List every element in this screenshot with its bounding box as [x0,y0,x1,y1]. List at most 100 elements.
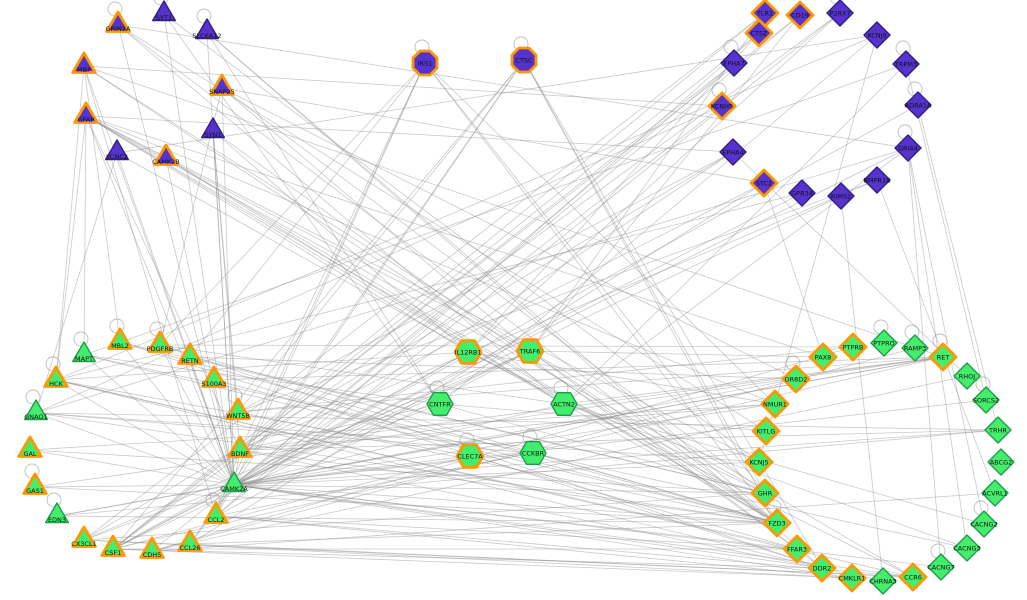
edge-CCL26-FZD3[interactable] [189,522,778,545]
edge-GRIN2A-GRIA4[interactable] [117,24,909,149]
edge-CNTFR-GHR[interactable] [439,403,766,494]
edge-EDN3-FZD3[interactable] [56,515,778,524]
node-CMKLR1[interactable] [837,563,867,593]
edge-ADRA1A-CAMK2A[interactable] [233,104,919,486]
edge-CAMK2A-CCR6[interactable] [233,484,914,578]
edge-MAPT-CAMK2A[interactable] [83,354,235,486]
node-CAMK2B[interactable] [153,143,179,166]
node-PTPRO[interactable] [870,329,898,357]
edge-MBL2-CAMK2A[interactable] [119,341,235,486]
edge-KCNC2-CAMK2A[interactable] [116,152,235,486]
edge-GNAO1-TRHR[interactable] [35,412,999,431]
edge-SLC6A12-FZD3[interactable] [206,31,778,524]
edge-GAS1-FZD3[interactable] [34,486,778,524]
edge-RIMS2-CHRNA3[interactable] [840,195,884,582]
edge-RETN-CAMK2A[interactable] [189,356,235,486]
edge-GNAO1-KCNJ5[interactable] [35,412,760,463]
edge-ACTN2-PDGFRB[interactable] [159,344,565,405]
edge-GNAO1-FZD3[interactable] [35,412,778,524]
edge-CNTFR-CAMK2A[interactable] [233,403,441,486]
edge-GRIN2A-CAMK2A[interactable] [117,24,235,486]
edge-GRIA4-ACTN2[interactable] [563,147,909,405]
edge-BMPR1B-BDNF[interactable] [239,179,878,451]
edge-GRIN2A-FZD3[interactable] [117,24,778,524]
edge-GRIA4-CACNG7[interactable] [907,147,942,568]
edge-CDH5-RHOJ[interactable] [151,375,968,552]
edge-TRAF6-CX3CL1[interactable] [83,350,531,541]
edge-MAPT-FZD3[interactable] [83,354,778,524]
edge-CAMK2B-CAMK2A[interactable] [165,157,235,486]
node-GAL[interactable] [17,435,43,458]
edge-BDNF-FZD3[interactable] [239,449,778,524]
node-GPR34[interactable] [788,179,816,207]
edge-CX3CL1-CCR6[interactable] [83,539,914,578]
node-MBL2[interactable] [107,327,133,350]
edge-SLC6A12-CNTFR[interactable] [206,31,441,405]
node-OR8D2[interactable] [781,364,811,394]
node-CLEC7A[interactable] [455,443,485,469]
edge-IL12RB1-CCR6[interactable] [467,351,914,578]
edge-GAL-CAMK2A[interactable] [29,449,235,486]
edge-GFAP-BDNF[interactable] [85,115,241,451]
node-MBP[interactable] [71,51,97,74]
node-RETN[interactable] [177,342,203,365]
edge-CCL2-CCR6[interactable] [215,515,914,578]
edge-KCNH5-GNAO1[interactable] [35,105,723,414]
edge-CLEC7A-HCK[interactable] [55,379,471,457]
edge-IRS1-FZD3[interactable] [424,62,778,524]
edge-CD19-CSF1[interactable] [112,14,801,550]
edge-CD19-CAMK2A[interactable] [233,14,801,486]
node-CACNG3[interactable] [953,534,981,562]
edge-IRS1-CCL2[interactable] [215,62,426,517]
edge-GPR34-HCK[interactable] [55,192,803,381]
edge-SNAP25-OR8D2[interactable] [221,87,797,380]
edge-TRAF6-CAMK2A[interactable] [233,350,531,486]
node-ACVRL1[interactable] [981,479,1009,507]
edge-GAL-GHR[interactable] [29,449,766,494]
node-CTSZ[interactable] [744,18,774,48]
edge-GRIA4-CAMK2A[interactable] [233,147,909,486]
edge-CSF1-DDR2[interactable] [112,548,823,569]
node-GAS1[interactable] [22,472,48,495]
node-SYT1[interactable] [151,0,177,22]
edge-IRS1-CAMK2A[interactable] [233,62,426,486]
edge-CAMK2A-CACNG7[interactable] [233,484,942,568]
node-DDR2[interactable] [807,553,837,583]
edge-CTSC-CSF1[interactable] [112,59,525,550]
edge-GAS1-CAMK2A[interactable] [34,484,235,488]
edge-HCK-DDR2[interactable] [55,379,823,569]
node-FZD3[interactable] [762,508,792,538]
node-HCK[interactable] [43,365,69,388]
node-BDNF[interactable] [227,435,253,458]
edge-CAMK2A-NMUR1[interactable] [233,403,776,486]
edge-TRPM3-ACTN2[interactable] [563,63,907,405]
edge-IRS1-BDNF[interactable] [239,62,426,451]
node-PAX8[interactable] [808,342,838,372]
edge-STC2-CCL26[interactable] [189,182,765,545]
edge-KCNJ9-CNTFR[interactable] [439,34,878,405]
edge-CAMK2A-OR8D2[interactable] [233,378,797,486]
edge-BMPR1B-ACVRL1[interactable] [876,179,996,494]
edge-STC2-PAX8[interactable] [763,182,824,358]
edge-CTSC-CCL26[interactable] [189,59,525,545]
node-CHRNA3[interactable] [869,567,897,595]
node-TRPM3[interactable] [892,50,920,78]
edge-HCK-CCR6[interactable] [55,379,914,578]
edge-SYT1-CNTFR[interactable] [163,13,441,405]
node-RIMS2[interactable] [827,182,855,210]
edge-BDNF-TRHR[interactable] [239,429,999,451]
edge-CCKBR-FZD3[interactable] [532,452,778,524]
edge-KCNC2-KCNJ9[interactable] [116,34,878,154]
edge-CCL26-CCR6[interactable] [189,543,914,578]
edge-CSF1-CAMK2A[interactable] [112,484,235,550]
edge-CAMK2A-CMKLR1[interactable] [233,484,853,579]
edge-BDNF-RET[interactable] [239,356,944,451]
edge-HCK-FFAR3[interactable] [55,379,798,550]
edge-MBL2-GHR[interactable] [119,341,766,494]
edge-MBP-KCNH5[interactable] [83,65,723,107]
node-STC2[interactable] [749,168,779,198]
edge-MBP-RET[interactable] [83,65,944,358]
node-S100A3[interactable] [201,365,227,388]
node-CCL2[interactable] [203,501,229,524]
edge-EPHA7-CAMK2A[interactable] [233,62,735,486]
